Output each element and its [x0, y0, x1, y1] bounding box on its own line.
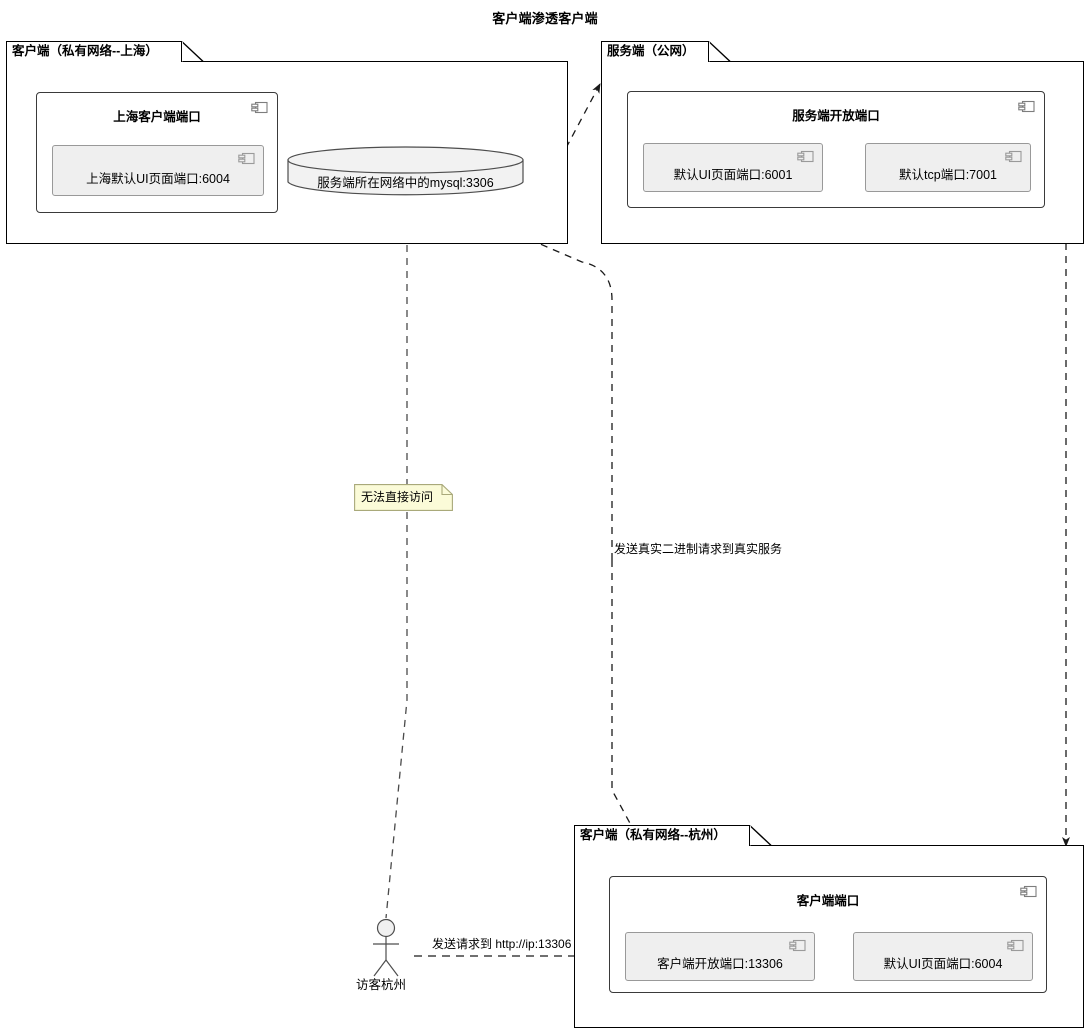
leaf-client-ui[interactable]: 默认UI页面端口:6004 [853, 932, 1033, 981]
actor-icon [373, 918, 399, 977]
diagram-title: 客户端渗透客户端 [492, 11, 598, 26]
database-mysql[interactable]: 服务端所在网络中的mysql:3306 [287, 146, 524, 196]
package-label-server-public: 服务端（公网） [601, 41, 709, 62]
database-label-mysql: 服务端所在网络中的mysql:3306 [317, 176, 494, 190]
component-icon [1020, 885, 1037, 898]
component-icon [251, 101, 268, 114]
component-title-shanghai-client-port: 上海客户端端口 [113, 110, 201, 124]
note-label: 无法直接访问 [361, 490, 434, 504]
leaf-client-open[interactable]: 客户端开放端口:13306 [625, 932, 815, 981]
component-title-server-open-ports: 服务端开放端口 [792, 109, 880, 123]
actor-label: 访客杭州 [355, 978, 406, 992]
component-icon [1007, 939, 1024, 952]
component-server-open-ports[interactable]: 服务端开放端口 默认UI页面端口:6001 默认tcp端口:7001 [627, 91, 1045, 208]
edge-label-server-to-real-service: 发送真实二进制请求到真实服务 [614, 542, 783, 556]
package-label-client-hangzhou: 客户端（私有网络--杭州） [574, 825, 750, 846]
leaf-label-shanghai-ui: 上海默认UI页面端口:6004 [86, 172, 230, 186]
component-icon [1005, 150, 1022, 163]
component-icon [789, 939, 806, 952]
edge-shanghai-to-server [565, 83, 601, 149]
component-icon [1018, 100, 1035, 113]
database-cylinder-icon [287, 146, 524, 196]
component-title-client-ports: 客户端端口 [796, 894, 860, 908]
leaf-label-client-open: 客户端开放端口:13306 [657, 957, 783, 971]
component-shanghai-client-port[interactable]: 上海客户端端口 上海默认UI页面端口:6004 [36, 92, 278, 213]
component-icon [797, 150, 814, 163]
edge-label-actor-to-client-open-port: 发送请求到 http://ip:13306 [432, 937, 572, 951]
leaf-label-server-tcp: 默认tcp端口:7001 [899, 168, 997, 182]
leaf-server-ui[interactable]: 默认UI页面端口:6001 [643, 143, 823, 192]
edge-actor-to-mysql [385, 193, 408, 919]
actor-visitor-hangzhou[interactable]: 访客杭州 [356, 918, 406, 1008]
package-tab-slant [182, 41, 204, 62]
leaf-shanghai-ui[interactable]: 上海默认UI页面端口:6004 [52, 145, 264, 196]
note-no-direct-access[interactable]: 无法直接访问 [354, 484, 453, 511]
component-icon [238, 152, 255, 165]
leaf-label-client-ui: 默认UI页面端口:6004 [883, 957, 1003, 971]
package-tab-slant [750, 825, 772, 846]
package-tab-slant [709, 41, 731, 62]
leaf-label-server-ui: 默认UI页面端口:6001 [673, 168, 793, 182]
package-label-client-shanghai: 客户端（私有网络--上海） [6, 41, 182, 62]
component-client-ports[interactable]: 客户端端口 客户端开放端口:13306 默认UI页面端口:6004 [609, 876, 1047, 993]
leaf-server-tcp[interactable]: 默认tcp端口:7001 [865, 143, 1031, 192]
